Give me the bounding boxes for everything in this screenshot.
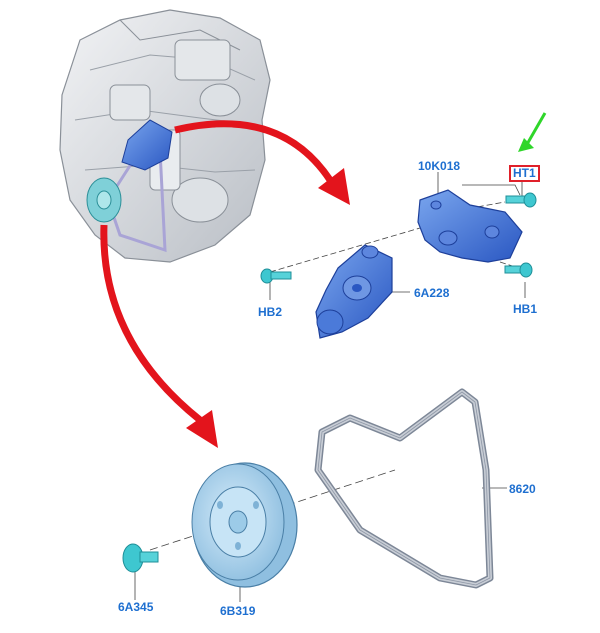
label-hb1: HB1 — [513, 302, 538, 316]
bolt-hb2 — [260, 268, 292, 284]
belt-tensioner-part — [315, 244, 393, 339]
label-10k018: 10K018 — [418, 159, 461, 173]
engine-illustration — [59, 9, 271, 263]
label-8620: 8620 — [509, 482, 536, 496]
label-ht1-highlighted: HT1 — [509, 165, 540, 182]
drive-belt-part — [314, 388, 494, 589]
bolt-hb1 — [504, 262, 533, 278]
label-6a345: 6A345 — [118, 600, 154, 614]
label-6a228: 6A228 — [414, 286, 450, 300]
bolt-6a345 — [122, 543, 159, 573]
label-6b319: 6B319 — [220, 604, 256, 618]
green-pointer-arrow-icon — [518, 112, 547, 152]
red-arrow-icon — [100, 120, 350, 448]
tensioner-bracket-part — [417, 189, 523, 263]
crankshaft-pulley-part — [191, 462, 298, 588]
label-hb2: HB2 — [258, 305, 283, 319]
bolt-ht1 — [505, 192, 537, 208]
